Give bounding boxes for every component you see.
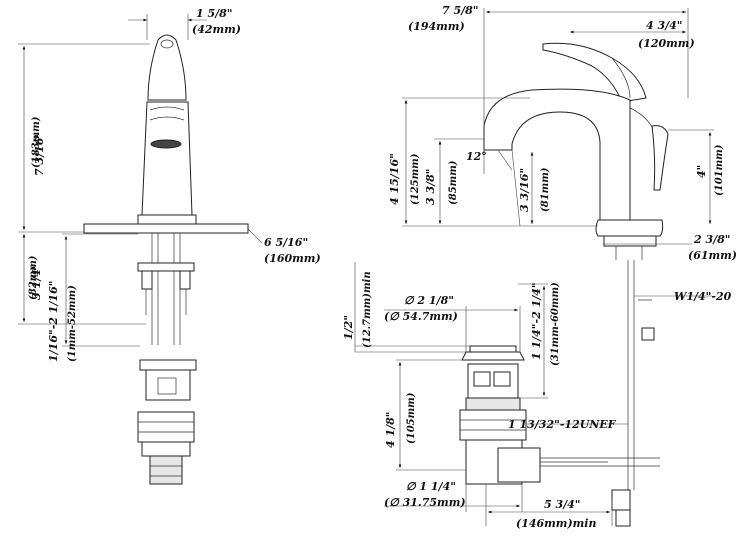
drain-view: 1/2" (12.7mm)min ∅ 2 1/8" (∅ 54.7mm) 1 1… (342, 262, 660, 530)
dim-overall-reach-mm: (194mm) (408, 20, 465, 33)
dim-drain-body-range-mm: (31mm-60mm) (550, 282, 561, 366)
front-spout-body (141, 101, 193, 216)
dim-flange-diameter: ∅ 2 1/8" (404, 294, 454, 307)
dim-pivot-rod-length: 5 3/4" (544, 498, 581, 511)
dim-drain-thread: 1 13/32"-12UNEF (508, 418, 617, 431)
dim-handle-height-mm: (101mm) (714, 144, 725, 196)
dim-spout-reach-mm: (120mm) (638, 37, 695, 50)
drain-flange (461, 351, 525, 361)
side-lever-handle (542, 42, 647, 103)
dim-shank-length-mm: (82mm) (28, 255, 39, 300)
dim-spout-reach: 4 3/4" (646, 19, 683, 32)
dim-tailpiece-diameter: ∅ 1 1/4" (406, 480, 456, 493)
dim-drain-top-min-mm: (12.7mm)min (362, 271, 373, 348)
dim-plate-length-mm: (160mm) (264, 252, 321, 265)
dim-spout-height: 4 15/16" (388, 153, 401, 205)
dim-deck-range-mm: (1mm-52mm) (67, 285, 78, 362)
deck-plate (83, 223, 249, 234)
dim-angle: 12° (466, 150, 487, 163)
dim-spout-clearance-mm: (85mm) (448, 160, 459, 205)
dim-supply-thread: W1/4"-20 (674, 290, 732, 303)
dim-pivot-rod-length-mm: (146mm)min (516, 517, 596, 530)
dim-tailpiece-diameter-mm: (∅ 31.75mm) (384, 496, 466, 509)
dim-shank-length: 3 1/4" (30, 263, 43, 300)
dim-outlet-clearance: 3 3/16" (518, 168, 531, 212)
dim-spout-width-mm: (42mm) (192, 23, 241, 36)
dim-spout-height-mm: (125mm) (410, 153, 421, 205)
dim-total-height: 7 3/16" (33, 132, 46, 176)
front-handle (147, 34, 187, 101)
dim-deck-range: 1/16"-2 1/16" (47, 281, 60, 362)
dim-base-diameter: 2 3/8" (693, 233, 731, 246)
dim-overall-reach: 7 5/8" (442, 4, 479, 17)
dim-spout-clearance: 3 3/8" (424, 168, 437, 205)
side-spout (483, 88, 631, 221)
side-view: 7 5/8" (194mm) 4 3/4" (120mm) 4 15/16" (… (388, 4, 737, 527)
dim-flange-diameter-mm: (∅ 54.7mm) (384, 310, 458, 323)
dim-total-height-mm: (183mm) (31, 116, 42, 168)
dim-drain-length: 4 1/8" (384, 411, 397, 448)
dim-drain-length-mm: (105mm) (406, 392, 417, 444)
dim-outlet-clearance-mm: (81mm) (540, 167, 551, 212)
front-view: 1 5/8" (42mm) 7 3/16" (183mm) 6 5/16" (1… (18, 7, 321, 485)
dim-base-diameter-mm: (61mm) (688, 249, 737, 262)
dim-drain-body-range: 1 1/4"-2 1/4" (530, 282, 543, 360)
dim-plate-length: 6 5/16" (264, 236, 308, 249)
dim-spout-width: 1 5/8" (196, 7, 233, 20)
dim-drain-top-min: 1/2" (342, 315, 355, 340)
dim-handle-height: 4" (695, 165, 708, 178)
front-aerator (150, 139, 182, 149)
